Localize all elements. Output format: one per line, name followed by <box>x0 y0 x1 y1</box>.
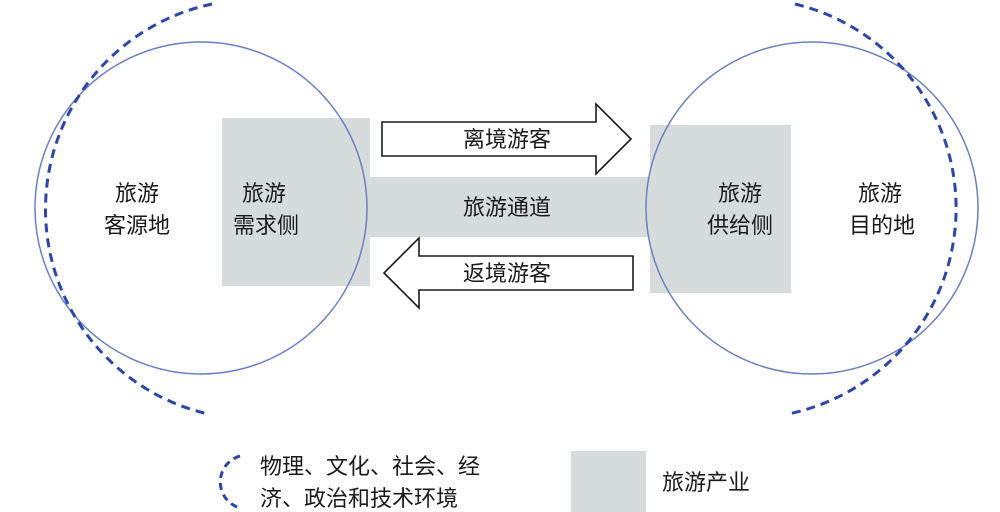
demand-label-line1: 旅游 <box>242 182 286 207</box>
destination-circle <box>645 41 979 375</box>
legend-environment-line2: 济、政治和技术环境 <box>260 487 458 512</box>
supply-label-line2: 供给侧 <box>707 214 773 239</box>
channel-label: 旅游通道 <box>463 196 551 221</box>
demand-side-area <box>222 118 370 286</box>
legend-environment-line1: 物理、文化、社会、经 <box>260 455 480 480</box>
destination-label-line2: 目的地 <box>849 214 915 239</box>
destination-label-line1: 旅游 <box>858 182 902 207</box>
supply-label-line1: 旅游 <box>718 182 762 207</box>
return-arrow <box>382 236 634 310</box>
supply-side-area <box>650 125 791 293</box>
legend-dashed-arc-icon <box>218 454 241 510</box>
demand-label-line2: 需求侧 <box>233 214 299 239</box>
legend-industry-label: 旅游产业 <box>662 471 750 496</box>
origin-label-line2: 客源地 <box>104 214 170 239</box>
origin-label-line1: 旅游 <box>115 182 159 207</box>
return-label: 返境游客 <box>463 262 551 287</box>
origin-circle <box>34 41 368 375</box>
legend-industry-swatch <box>571 451 646 512</box>
outbound-label: 离境游客 <box>463 128 551 153</box>
destination-environment-arc <box>787 2 958 416</box>
tourism-channel-band <box>370 177 650 237</box>
outbound-arrow <box>381 102 633 176</box>
origin-environment-arc <box>44 2 213 416</box>
